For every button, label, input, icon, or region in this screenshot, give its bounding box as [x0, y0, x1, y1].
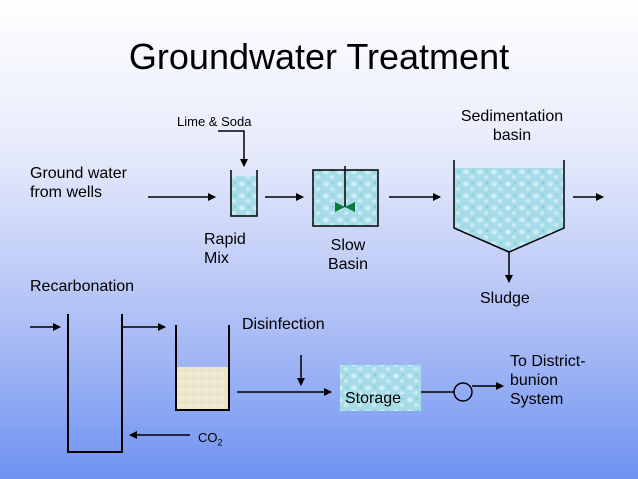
slow-basin-label: Slow Basin: [318, 236, 378, 274]
disinfection-label: Disinfection: [242, 316, 325, 333]
co2-label-base: CO: [198, 430, 218, 445]
filter-sand: [176, 367, 229, 410]
recarbonation-label: Recarbonation: [30, 278, 135, 295]
district-label-line1: To District-: [510, 353, 586, 370]
storage-label: Storage: [345, 390, 402, 407]
ground-water-label-line2: from wells: [30, 184, 103, 201]
district-label-line2: bunion: [510, 372, 559, 389]
sludge-label: Sludge: [480, 290, 530, 307]
lime-soda-label: Lime & Soda: [177, 114, 252, 129]
rapid-mix-label-line2: Mix: [204, 250, 229, 267]
district-label: To District- bunion System: [510, 352, 586, 409]
sedimentation-label-line2: basin: [492, 127, 532, 144]
rapid-mix-label: Rapid Mix: [204, 230, 246, 268]
ground-water-label-line1: Ground water: [30, 165, 127, 182]
co2-label: CO2: [198, 430, 223, 448]
mixer-paddle-icon: [335, 202, 355, 212]
page-title: Groundwater Treatment: [128, 36, 510, 77]
recarbonation-tank: [67, 314, 123, 453]
slow-basin-label-line1: Slow: [330, 237, 366, 254]
filter-tank: [175, 325, 230, 411]
pump-icon: [453, 382, 473, 402]
rapid-mix-water: [231, 176, 257, 216]
storage-tank: [340, 365, 421, 411]
rapid-mix-tank: [230, 170, 258, 217]
co2-label-subscript: 2: [217, 437, 223, 448]
ground-water-label: Ground water from wells: [30, 164, 127, 202]
sedimentation-label-line1: Sedimentation: [460, 108, 564, 125]
sedimentation-water: [454, 168, 564, 252]
sedimentation-label: Sedimentation basin: [452, 107, 572, 145]
rapid-mix-label-line1: Rapid: [204, 231, 246, 248]
district-label-line3: System: [510, 391, 564, 408]
lime-soda-feed-arrow: [218, 130, 248, 167]
slow-basin-label-line2: Basin: [327, 256, 369, 273]
